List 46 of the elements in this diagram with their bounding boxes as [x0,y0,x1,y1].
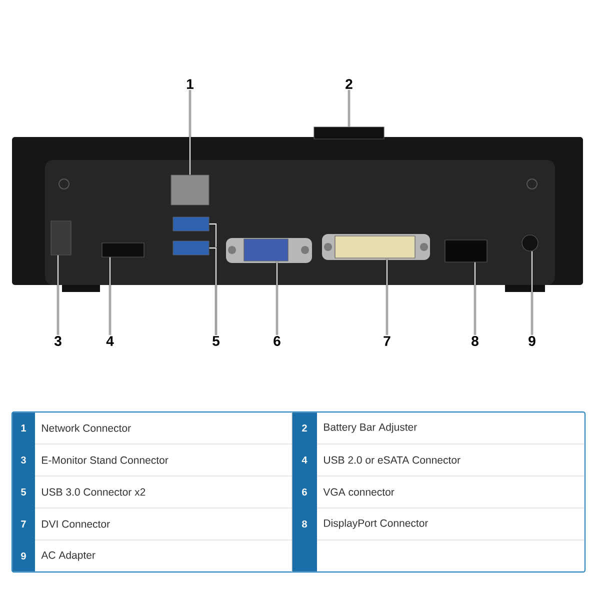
leader-line [57,254,59,336]
part-name: DisplayPort Connector [324,519,428,529]
vga-port [244,238,288,262]
part-name: Battery Bar Adjuster [324,423,417,433]
part-name: USB 3.0 Connector x2 [42,488,146,496]
leader-line [386,258,388,336]
part-name: USB 2.0 or eSATA Connector [324,456,460,464]
callout-number: 3 [54,336,62,346]
row-number: 1 [21,424,26,432]
row-number: 5 [21,488,26,496]
usb-esata-port [102,242,144,258]
dvi-port [334,236,416,258]
row-number: 9 [21,552,26,560]
part-name: E-Monitor Stand Connector [42,456,168,464]
leader-line [109,256,111,336]
part-name: VGA connector [323,488,394,496]
callout-number: 6 [274,336,280,346]
part-name: Network Connector [42,424,131,432]
callout-number: 1 [186,79,194,89]
leader-line [474,262,476,336]
callout-number: 2 [346,79,352,89]
leader-line [276,260,278,336]
leader-line [208,247,217,336]
part-name: DVI Connector [42,520,110,528]
row-number: 8 [302,520,307,528]
battery-bar-adjuster [314,126,384,140]
power-jack [522,234,538,252]
callout-number: 5 [212,336,220,346]
leader-line [348,90,350,128]
callout-number: 9 [528,336,536,346]
ethernet-port [170,174,210,206]
monitor-stand-port [50,220,72,256]
row-number: 7 [21,520,26,528]
usb-port [172,216,210,232]
displayport-port [444,240,488,262]
row-number: 3 [20,456,26,464]
row-number: 4 [302,456,308,464]
callout-number: 7 [384,336,390,346]
callout-number: 8 [472,336,478,346]
callout-number: 4 [106,336,114,346]
row-number: 6 [302,488,307,496]
leader-line [189,90,191,176]
leader-line [531,250,533,336]
usb-port [172,240,210,256]
part-name: AC Adapter [41,551,96,561]
row-number: 2 [302,424,307,432]
